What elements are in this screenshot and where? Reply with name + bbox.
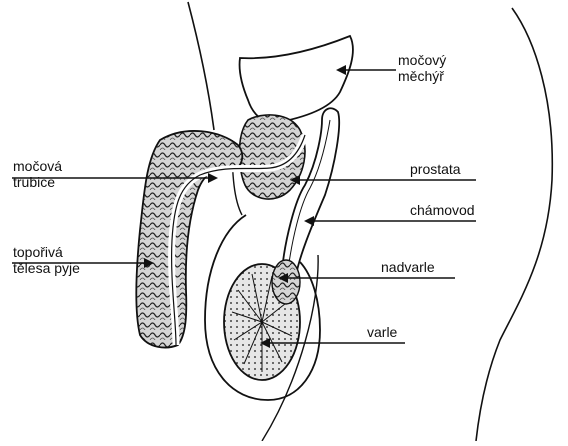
- label-bladder-line1: močový: [398, 52, 446, 68]
- label-epididymis: nadvarle: [381, 259, 435, 275]
- label-urethra: močová trubice: [13, 158, 62, 190]
- label-epididymis-line1: nadvarle: [381, 259, 435, 275]
- label-testis: varle: [367, 324, 397, 340]
- label-corpora: topořivá tělesa pyje: [13, 244, 80, 276]
- label-prostate: prostata: [410, 161, 461, 177]
- label-urethra-line2: trubice: [13, 174, 62, 190]
- label-corpora-line2: tělesa pyje: [13, 260, 80, 276]
- label-urethra-line1: močová: [13, 158, 62, 174]
- label-vas-deferens-line1: chámovod: [410, 202, 475, 218]
- label-bladder-line2: měchýř: [398, 68, 446, 84]
- label-bladder: močový měchýř: [398, 52, 446, 84]
- label-prostate-line1: prostata: [410, 161, 461, 177]
- hip-outline: [476, 8, 552, 441]
- label-corpora-line1: topořivá: [13, 244, 80, 260]
- label-testis-line1: varle: [367, 324, 397, 340]
- abdomen-outline: [188, 2, 214, 130]
- label-vas-deferens: chámovod: [410, 202, 475, 218]
